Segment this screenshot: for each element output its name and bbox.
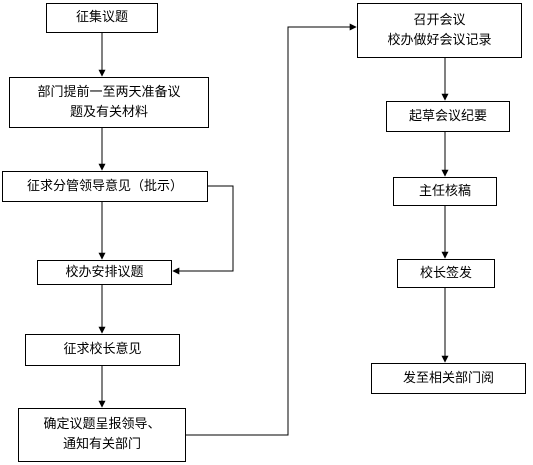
box-director-review: 主任核稿	[393, 177, 497, 206]
arrow-bypass-loop	[172, 185, 234, 275]
box-collect-topics: 征集议题	[46, 3, 158, 33]
box-draft-minutes: 起草会议纪要	[386, 101, 510, 132]
box-confirm-and-notify: 确定议题呈报领导、 通知有关部门	[18, 408, 186, 462]
box-hold-meeting: 召开会议 校办做好会议记录	[357, 3, 522, 58]
box-office-arrange: 校办安排议题	[37, 260, 172, 285]
box-seek-president-opinion: 征求校长意见	[25, 334, 180, 366]
box-president-sign: 校长签发	[397, 259, 495, 288]
box-seek-supervisor-opinion: 征求分管领导意见（批示）	[2, 171, 208, 202]
box-submit-materials: 部门提前一至两天准备议 题及有关材料	[9, 77, 209, 128]
arrow-confirm-to-meeting	[186, 23, 357, 436]
box-distribute: 发至相关部门阅	[371, 363, 526, 394]
